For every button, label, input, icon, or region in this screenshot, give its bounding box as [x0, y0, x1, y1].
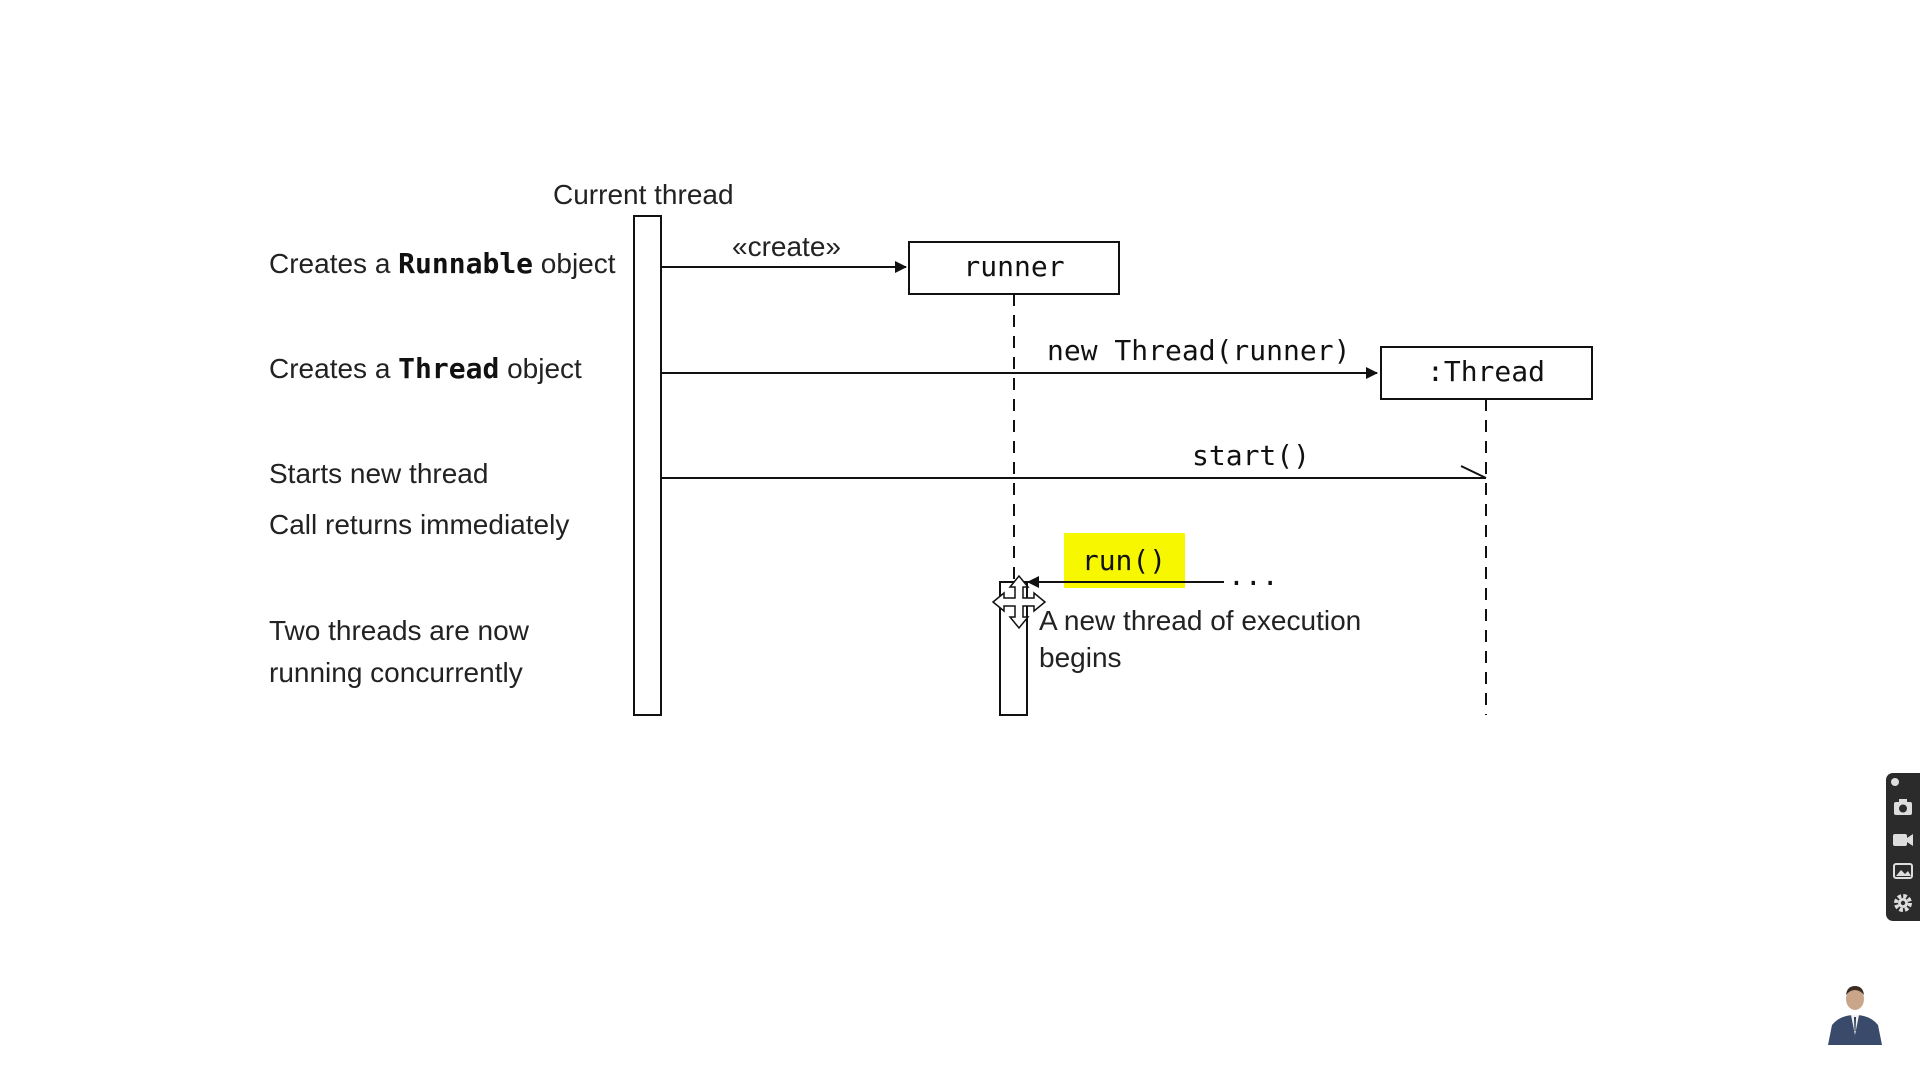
- start-message-label: start(): [1192, 439, 1310, 472]
- presenter-avatar: [1828, 986, 1882, 1045]
- capture-toolbar: [1886, 773, 1920, 921]
- run-message-ellipsis: ...: [1228, 559, 1279, 592]
- annotation-creates-thread: Creates a Thread object: [269, 352, 582, 385]
- thread-object-label: :Thread: [1427, 355, 1545, 388]
- current-thread-label: Current thread: [553, 179, 734, 210]
- run-highlight: [1064, 533, 1185, 588]
- video-icon[interactable]: [1891, 828, 1915, 852]
- annotation-call-returns: Call returns immediately: [269, 509, 569, 540]
- annotation-two-threads-line1: Two threads are now: [269, 615, 530, 646]
- run-message-label: run(): [1082, 544, 1166, 577]
- runner-object-label: runner: [963, 250, 1064, 283]
- create-stereotype: «create»: [732, 231, 841, 262]
- annotation-creates-runnable: Creates a Runnable object: [269, 247, 616, 280]
- start-message-arrowhead: [1460, 465, 1487, 479]
- annotation-new-thread-line2: begins: [1039, 642, 1122, 673]
- annotation-two-threads-line2: running concurrently: [269, 657, 523, 688]
- annotation-new-thread-line1: A new thread of execution: [1039, 605, 1361, 636]
- current-thread-activation: [633, 215, 662, 716]
- new-thread-message-label: new Thread(runner): [1047, 334, 1350, 367]
- pin-icon[interactable]: [1888, 775, 1902, 789]
- annotation-starts-new-thread: Starts new thread: [269, 458, 488, 489]
- camera-icon[interactable]: [1891, 795, 1915, 819]
- gear-icon[interactable]: [1891, 891, 1915, 915]
- move-cursor-icon: [991, 574, 1047, 630]
- image-icon[interactable]: [1891, 859, 1915, 883]
